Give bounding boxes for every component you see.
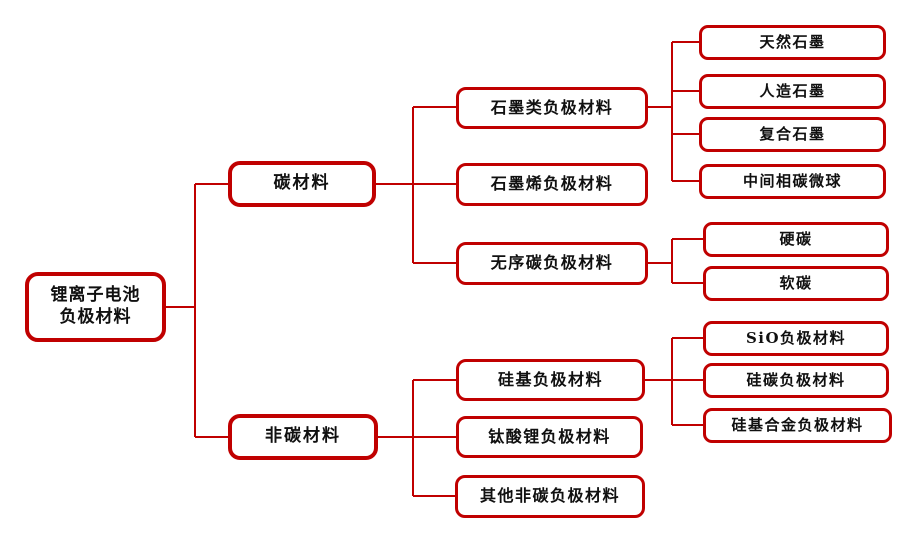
node-graphene[interactable]: 石墨烯负极材料 — [456, 163, 648, 206]
node-lithium-titanate[interactable]: 钛酸锂负极材料 — [456, 416, 643, 458]
connector-root-trunk — [166, 184, 196, 437]
node-natural-graphite[interactable]: 天然石墨 — [699, 25, 886, 60]
node-carbon[interactable]: 碳材料 — [228, 161, 376, 207]
node-silicon-alloy-anode[interactable]: 硅基合金负极材料 — [703, 408, 892, 443]
node-silicon-based[interactable]: 硅基负极材料 — [456, 359, 645, 401]
node-composite-graphite[interactable]: 复合石墨 — [699, 117, 886, 152]
node-artificial-graphite[interactable]: 人造石墨 — [699, 74, 886, 109]
node-root[interactable]: 锂离子电池 负极材料 — [25, 272, 166, 342]
node-soft-carbon[interactable]: 软碳 — [703, 266, 889, 301]
node-noncarbon[interactable]: 非碳材料 — [228, 414, 378, 460]
node-hard-carbon[interactable]: 硬碳 — [703, 222, 889, 257]
node-graphite[interactable]: 石墨类负极材料 — [456, 87, 648, 129]
node-silicon-carbon-anode[interactable]: 硅碳负极材料 — [703, 363, 889, 398]
node-disordered-carbon[interactable]: 无序碳负极材料 — [456, 242, 648, 285]
node-mcmb[interactable]: 中间相碳微球 — [699, 164, 886, 199]
node-other-noncarbon[interactable]: 其他非碳负极材料 — [455, 475, 645, 518]
node-sio-anode[interactable]: SiO负极材料 — [703, 321, 889, 356]
